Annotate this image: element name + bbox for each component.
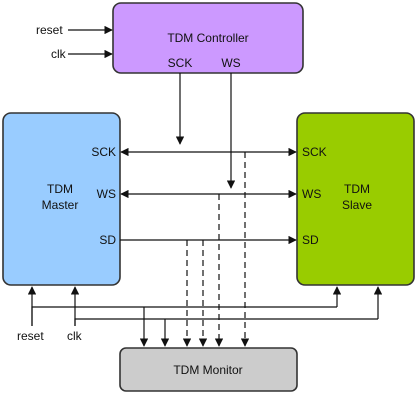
slave-title-line2: Slave — [342, 198, 372, 212]
clk-net-wire — [74, 318, 378, 326]
controller-ws-port-label: WS — [221, 56, 240, 70]
master-title-line1: TDM — [47, 182, 73, 196]
master-ws-port-label: WS — [97, 187, 116, 201]
slave-sd-port-label: SD — [302, 233, 319, 247]
tdm-master-block — [2, 112, 121, 286]
tdm-controller-block — [112, 2, 304, 74]
master-sck-port-label: SCK — [91, 145, 116, 159]
tdm-monitor-block — [119, 347, 298, 392]
controller-clk-label: clk — [51, 47, 67, 61]
bottom-clk-label: clk — [67, 329, 83, 343]
slave-title-line1: TDM — [344, 182, 370, 196]
master-title-line2: Master — [42, 198, 79, 212]
bottom-reset-label: reset — [17, 329, 44, 343]
master-sd-port-label: SD — [99, 233, 116, 247]
tdm-controller-title: TDM Controller — [167, 31, 248, 45]
tdm-slave-block — [296, 112, 415, 286]
slave-ws-port-label: WS — [302, 187, 321, 201]
reset-net-wire — [31, 306, 337, 326]
controller-reset-label: reset — [36, 23, 63, 37]
tdm-monitor-title: TDM Monitor — [173, 363, 242, 377]
controller-sck-port-label: SCK — [168, 56, 193, 70]
slave-sck-port-label: SCK — [302, 145, 327, 159]
